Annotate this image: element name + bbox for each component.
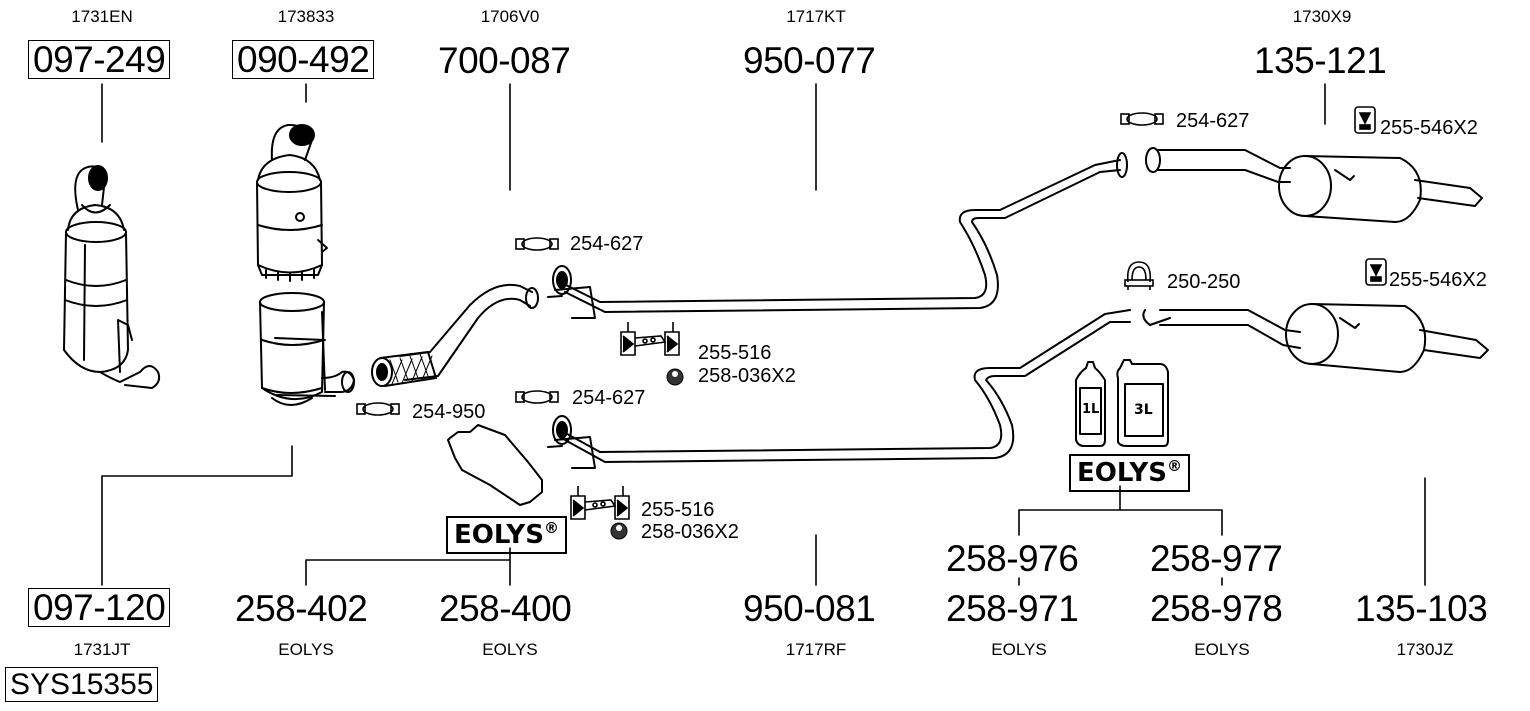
part-ref-code: 1730JZ bbox=[1396, 640, 1454, 659]
part-ref-code: EOLYS bbox=[991, 640, 1047, 659]
part-ref-code: 1731EN bbox=[71, 7, 133, 26]
eolys-bottles-drawing bbox=[1075, 359, 1169, 447]
part-number-label[interactable]: 258-978 bbox=[1150, 588, 1283, 629]
clamp-icon bbox=[1120, 112, 1164, 126]
registered-mark: ® bbox=[1166, 457, 1182, 475]
accessory-label[interactable]: 254-950 bbox=[412, 401, 486, 423]
part-ref-code: 1730X9 bbox=[1292, 7, 1352, 26]
accessory-label[interactable]: 255-546X2 bbox=[1380, 117, 1478, 139]
part-ref-code: EOLYS bbox=[1194, 640, 1250, 659]
part-number-label[interactable]: 258-971 bbox=[946, 588, 1079, 629]
part-number-label[interactable]: 950-081 bbox=[743, 588, 876, 629]
part-number-label[interactable]: 135-121 bbox=[1254, 40, 1387, 81]
part-ref-code: EOLYS bbox=[278, 640, 334, 659]
dpf-lower-housing-drawing bbox=[259, 292, 355, 406]
part-ref-code: 173833 bbox=[277, 7, 335, 26]
accessory-label[interactable]: 254-627 bbox=[1176, 110, 1250, 132]
clamp-icon bbox=[356, 402, 400, 416]
catalytic-converter-drawing bbox=[63, 165, 161, 389]
rubber-hanger-icon bbox=[1365, 258, 1387, 286]
accessory-label[interactable]: 254-627 bbox=[572, 387, 646, 409]
intermediate-pipe-upper-drawing bbox=[547, 152, 1128, 319]
registered-mark: ® bbox=[543, 519, 559, 537]
rubber-mount-bracket-icon bbox=[620, 322, 680, 356]
bottle-size-small: 1L bbox=[1082, 402, 1100, 417]
accessory-label[interactable]: 258-036X2 bbox=[698, 365, 796, 387]
intermediate-pipe-lower-drawing bbox=[547, 309, 1131, 469]
rear-muffler-upper-drawing bbox=[1145, 147, 1483, 223]
diesel-particulate-filter-drawing bbox=[256, 123, 328, 282]
accessory-label[interactable]: 258-036X2 bbox=[641, 521, 739, 543]
part-number-label[interactable]: 258-977 bbox=[1150, 538, 1283, 579]
accessory-label[interactable]: 250-250 bbox=[1167, 271, 1241, 293]
eolys-brand: EOLYS bbox=[1077, 458, 1167, 488]
part-ref-code: EOLYS bbox=[482, 640, 538, 659]
bottle-size-large: 3L bbox=[1134, 402, 1153, 418]
part-ref-code: 1717RF bbox=[785, 640, 847, 659]
nut-icon bbox=[610, 522, 628, 540]
part-number-label[interactable]: 097-249 bbox=[28, 40, 171, 79]
part-number-label[interactable]: 950-077 bbox=[743, 40, 876, 81]
flex-pipe-drawing bbox=[371, 283, 539, 387]
u-bolt-clamp-icon bbox=[1124, 261, 1154, 290]
rubber-mount-bracket-icon bbox=[570, 486, 630, 520]
clamp-icon bbox=[515, 390, 559, 404]
part-number-label[interactable]: 090-492 bbox=[232, 40, 375, 79]
part-ref-code: 1731JT bbox=[73, 640, 131, 659]
system-code-label: SYS15355 bbox=[5, 667, 159, 702]
clamp-icon bbox=[515, 237, 559, 251]
accessory-label[interactable]: 255-516 bbox=[641, 499, 715, 521]
accessory-label[interactable]: 255-516 bbox=[698, 342, 772, 364]
part-number-label[interactable]: 135-103 bbox=[1355, 588, 1488, 629]
nut-icon bbox=[666, 368, 684, 386]
part-number-label[interactable]: 097-120 bbox=[28, 588, 171, 627]
eolys-brand-box: EOLYS® bbox=[446, 516, 567, 554]
part-number-label[interactable]: 258-976 bbox=[946, 538, 1079, 579]
eolys-brand-box: EOLYS® bbox=[1069, 454, 1190, 492]
part-number-label[interactable]: 258-402 bbox=[235, 588, 368, 629]
eolys-reservoir-bag-drawing bbox=[447, 424, 543, 506]
part-number-label[interactable]: 700-087 bbox=[438, 40, 571, 81]
rear-muffler-lower-drawing bbox=[1142, 303, 1489, 373]
accessory-label[interactable]: 255-546X2 bbox=[1389, 269, 1487, 291]
part-ref-code: 1717KT bbox=[786, 7, 846, 26]
part-number-label[interactable]: 258-400 bbox=[439, 588, 572, 629]
rubber-hanger-icon bbox=[1354, 106, 1376, 134]
part-ref-code: 1706V0 bbox=[480, 7, 540, 26]
eolys-brand: EOLYS bbox=[454, 520, 544, 550]
accessory-label[interactable]: 254-627 bbox=[570, 233, 644, 255]
leader-lines bbox=[101, 83, 1426, 586]
